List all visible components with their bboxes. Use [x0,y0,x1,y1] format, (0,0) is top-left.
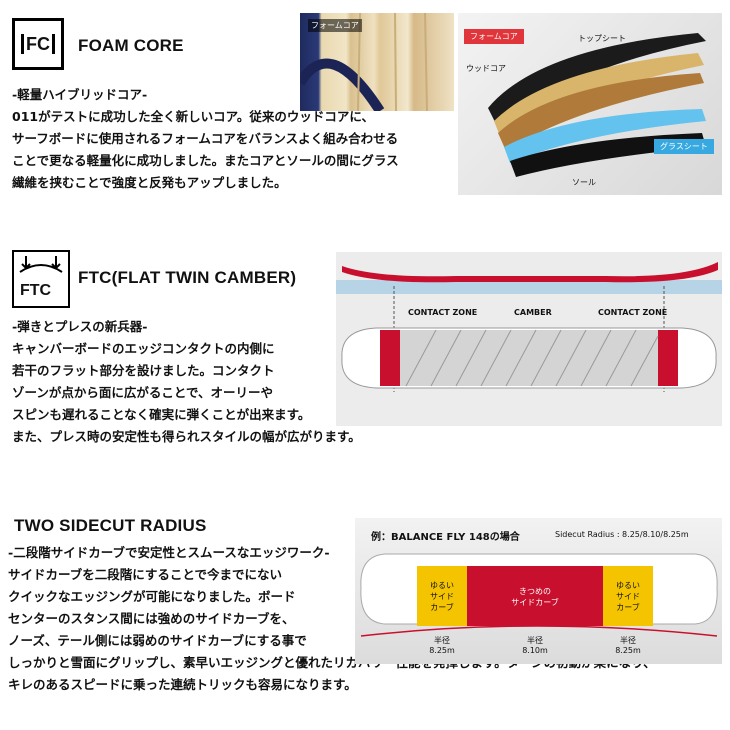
text-line: 半径 [434,636,450,645]
label-top-sheet: トップシート [578,34,626,43]
text-line: サイド [430,592,454,601]
text-line: キレのあるスピードに乗った連続トリックも容易になります。 [8,677,357,692]
text-line: ゆるい [616,581,640,590]
label-contact-zone-right: CONTACT ZONE [598,308,668,317]
photo-label: フォームコア [308,19,362,32]
text-line: センターのスタンス間には強めのサイドカーブを、 [8,611,295,626]
camber-arrows-icon [19,256,63,273]
construction-diagram: フォームコア トップシート ウッドコア グラスシート ソール [458,13,722,195]
text-line: 8.25m [429,646,455,655]
label-wood-core: ウッドコア [466,64,506,73]
tight-sidecut-center: きつめの サイドカーブ [467,586,603,608]
text-line: 若干のフラット部分を設けました。コンタクト [12,363,275,378]
text-line: きつめの [519,587,551,596]
sidecut-title: TWO SIDECUT RADIUS [14,516,207,535]
ftc-icon: FTC [12,250,70,308]
text-line: ゆるい [430,581,454,590]
ftc-diagram: CONTACT ZONE CAMBER CONTACT ZONE [336,252,722,426]
wood-grain-graphic [300,13,428,111]
ftc-title: FTC(FLAT TWIN CAMBER) [78,268,297,287]
sidecut-board-graphic [360,553,718,637]
foam-core-subtitle: -軽量ハイブリッドコア- [12,87,148,102]
text-line: 8.25m [615,646,641,655]
label-foam-core: フォームコア [464,29,524,44]
foam-core-title: FOAM CORE [78,36,184,55]
label-camber: CAMBER [514,308,552,317]
label-glass-sheet: グラスシート [654,139,714,154]
foam-core-photo: フォームコア [300,13,454,111]
text-line: また、プレス時の安定性も得られスタイルの幅が広がります。 [12,429,361,444]
radius-left: 半径 8.25m [417,636,467,656]
text-line: サーフボードに使用されるフォームコアをバランスよく組み合わせる [12,131,399,146]
text-line: ノーズ、テール側には弱めのサイドカーブにする事で [8,633,307,648]
text-line: サイド [616,592,640,601]
radius-right: 半径 8.25m [603,636,653,656]
sidecut-diagram: 例：BALANCE FLY 148の場合 Sidecut Radius : 8.… [355,518,722,664]
foam-core-icon-text: FC [21,34,55,54]
sidecut-description: サイドカーブを二段階にすることで今までにない クイックなエッジングが可能になりま… [8,564,656,696]
soft-sidecut-left: ゆるい サイド カーブ [417,580,467,613]
text-line: 半径 [527,636,543,645]
ftc-board-graphic [336,262,722,392]
foam-core-icon: FC [12,18,64,70]
text-line: ゾーンが点から面に広がることで、オーリーや [12,385,274,400]
ftc-subtitle: -弾きとプレスの新兵器- [12,319,148,334]
text-line: カーブ [616,603,640,612]
ftc-description: キャンバーボードのエッジコンタクトの内側に 若干のフラット部分を設けました。コン… [12,338,361,448]
text-line: カーブ [430,603,454,612]
text-line: サイドカーブ [511,598,559,607]
diagram-radius: Sidecut Radius : 8.25/8.10/8.25m [555,530,689,539]
text-line: 8.10m [522,646,548,655]
sidecut-subtitle: -二段階サイドカーブで安定性とスムースなエッジワーク- [8,545,330,560]
ftc-icon-text: FTC [20,282,52,299]
soft-sidecut-right: ゆるい サイド カーブ [603,580,653,613]
label-contact-zone-left: CONTACT ZONE [408,308,478,317]
foam-core-description: 011がテストに成功した全く新しいコア。従来のウッドコアに、 サーフボードに使用… [12,106,399,194]
text-line: ことで更なる軽量化に成功しました。またコアとソールの間にグラス [12,153,399,168]
label-sole: ソール [572,178,596,187]
text-line: キャンバーボードのエッジコンタクトの内側に [12,341,275,356]
text-line: スピンも遅れることなく確実に弾くことが出来ます。 [12,407,311,422]
radius-center: 半径 8.10m [510,636,560,656]
text-line: 半径 [620,636,636,645]
text-line: 011がテストに成功した全く新しいコア。従来のウッドコアに、 [12,109,374,124]
text-line: 繊維を挟むことで強度と反発もアップしました。 [12,175,287,190]
diagram-example: 例：BALANCE FLY 148の場合 [371,532,520,543]
text-line: クイックなエッジングが可能になりました。ボード [8,589,296,604]
text-line: サイドカーブを二段階にすることで今までにない [8,567,283,582]
